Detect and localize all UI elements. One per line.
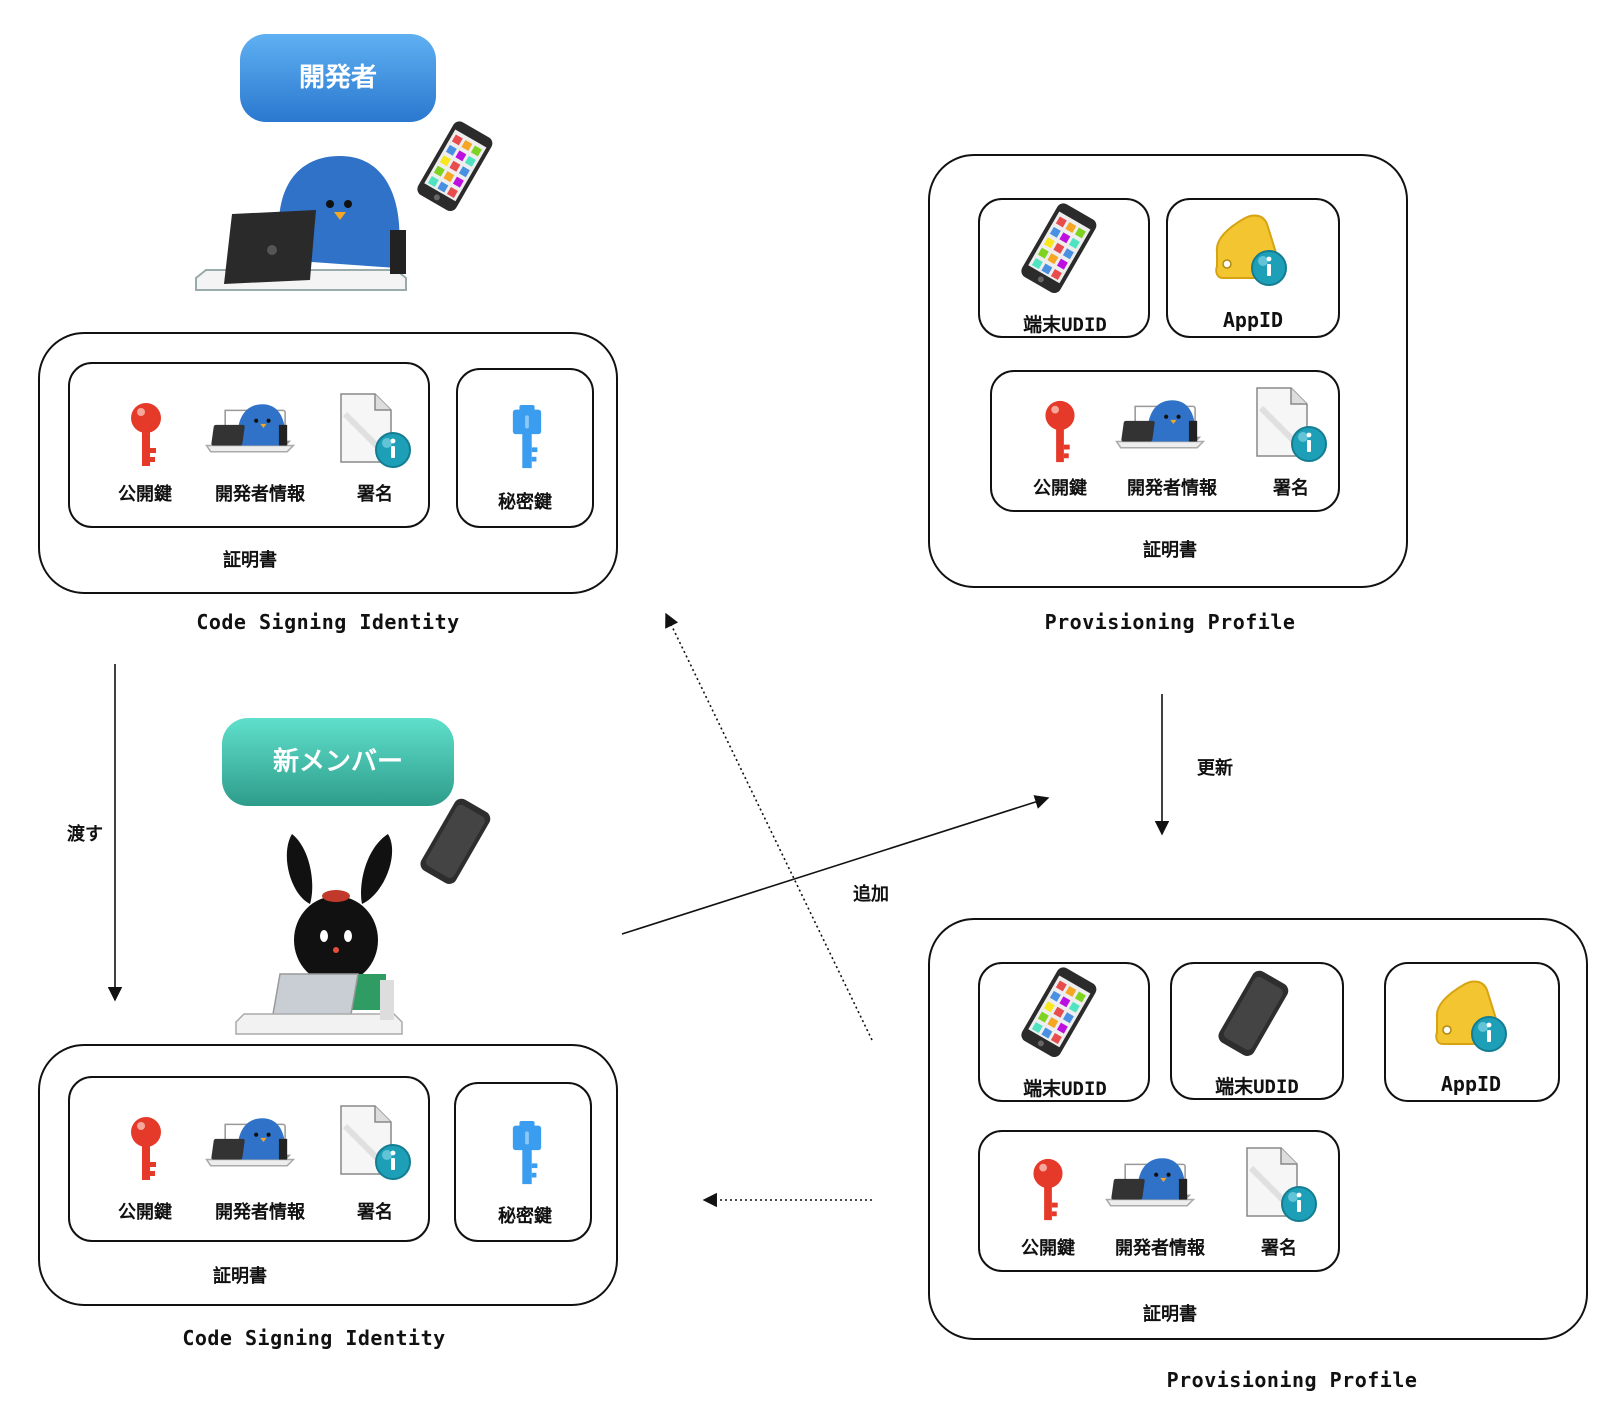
developer-penguin-illustration	[195, 156, 407, 291]
hand-over-label: 渡す	[67, 824, 103, 845]
provisioning-profile-caption-original: Provisioning Profile	[1044, 610, 1296, 634]
developer-info-icon	[205, 403, 295, 453]
device-phone-icon	[1018, 200, 1099, 296]
app-id-tag-icon	[1215, 214, 1287, 286]
device-phone-icon	[1018, 964, 1099, 1060]
signature-label: 署名	[357, 484, 393, 505]
app-id-label: AppID	[1440, 1072, 1502, 1096]
code-signing-identity-caption-new-member: Code Signing Identity	[182, 1326, 446, 1350]
new-member-role-badge: 新メンバー	[222, 718, 454, 806]
developer-info-icon	[205, 1117, 295, 1167]
device-udid-label: 端末UDID	[1023, 1078, 1107, 1100]
device-udid-label: 端末UDID	[1023, 314, 1107, 336]
new-member-rabbit-illustration	[235, 834, 403, 1035]
device-phone-icon	[1215, 967, 1292, 1059]
signature-label: 署名	[1261, 1238, 1297, 1259]
public-key-label: 公開鍵	[1021, 1238, 1075, 1259]
signature-label: 署名	[357, 1202, 393, 1223]
app-id-tag-icon	[1435, 980, 1507, 1052]
developer-phone-icon	[414, 118, 495, 214]
new-member-phone-icon	[417, 795, 494, 887]
certificate-label: 証明書	[213, 1266, 267, 1287]
dotted-arrow-to-developer-identity	[665, 612, 873, 1041]
signature-document-icon	[1256, 388, 1330, 464]
developer-info-label: 開発者情報	[1115, 1238, 1205, 1259]
device-udid-label: 端末UDID	[1215, 1076, 1299, 1098]
signature-document-icon	[1246, 1148, 1320, 1224]
app-id-label: AppID	[1222, 308, 1284, 332]
developer-info-icon	[1105, 1157, 1195, 1207]
add-label: 追加	[853, 884, 889, 905]
provisioning-profile-caption-updated: Provisioning Profile	[1166, 1368, 1418, 1392]
private-key-icon	[512, 404, 542, 469]
public-key-icon	[1033, 1158, 1063, 1221]
public-key-icon	[131, 403, 161, 466]
code-signing-identity-caption-developer: Code Signing Identity	[196, 610, 460, 634]
signature-label: 署名	[1273, 478, 1309, 499]
private-key-label: 秘密鍵	[498, 492, 552, 513]
developer-role-badge: 開発者	[240, 34, 436, 122]
signature-document-icon	[340, 1106, 414, 1182]
public-key-label: 公開鍵	[1033, 478, 1087, 499]
update-label: 更新	[1197, 758, 1233, 779]
public-key-label: 公開鍵	[118, 484, 172, 505]
public-key-icon	[131, 1117, 161, 1180]
certificate-label: 証明書	[1143, 540, 1197, 561]
developer-info-label: 開発者情報	[1127, 478, 1217, 499]
certificate-label: 証明書	[1143, 1304, 1197, 1325]
public-key-icon	[1045, 400, 1075, 463]
signature-document-icon	[340, 394, 414, 470]
developer-info-icon	[1115, 399, 1205, 449]
public-key-label: 公開鍵	[118, 1202, 172, 1223]
private-key-icon	[512, 1120, 542, 1185]
private-key-label: 秘密鍵	[498, 1206, 552, 1227]
certificate-label: 証明書	[223, 550, 277, 571]
developer-info-label: 開発者情報	[215, 484, 305, 505]
developer-info-label: 開発者情報	[215, 1202, 305, 1223]
add-arrow	[621, 795, 1050, 935]
